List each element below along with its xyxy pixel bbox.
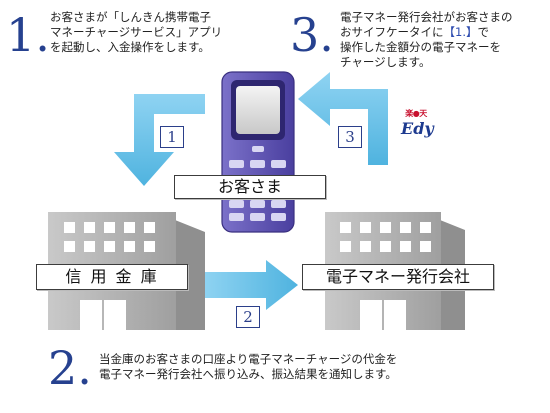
step-3-text: 電子マネー発行会社がお客さまの おサイフケータイに【1.】で 操作した金額分の電…: [340, 10, 513, 70]
arrow-bank-to-issuer-icon: [204, 260, 298, 310]
edy-logo-bottom: Edy: [401, 119, 434, 138]
issuer-label: 電子マネー発行会社: [302, 264, 494, 290]
phone-icon: [221, 71, 295, 233]
step-2-number: 2.: [48, 341, 92, 395]
step-3-text-before: 電子マネー発行会社がお客さまの おサイフケータイに: [340, 10, 513, 39]
flow-badge-1: 1: [160, 126, 184, 148]
bank-label: 信 用 金 庫: [36, 264, 188, 290]
step-3-text-after: で 操作した金額分の電子マネーを チャージします。: [340, 25, 501, 69]
customer-label: お客さま: [174, 175, 326, 199]
step-2-text: 当金庫のお客さまの口座より電子マネーチャージの代金を 電子マネー発行会社へ振り込…: [99, 352, 398, 381]
arrow-customer-to-bank-icon: [114, 94, 205, 186]
edy-logo-top: 楽●天: [405, 109, 427, 118]
step-1-text: お客さまが「しんきん携帯電子 マネーチャージサービス」アプリ を起動し、入金操作…: [50, 10, 223, 54]
step-3-number: 3.: [290, 8, 334, 62]
arrow-issuer-to-customer-icon: [298, 72, 388, 165]
edy-logo-icon: 楽●天 Edy: [401, 108, 434, 144]
step-3-reference: 【1.】: [443, 25, 478, 39]
flow-badge-2: 2: [236, 306, 260, 328]
flow-badge-3: 3: [338, 126, 362, 148]
step-1-number: 1.: [6, 8, 50, 62]
